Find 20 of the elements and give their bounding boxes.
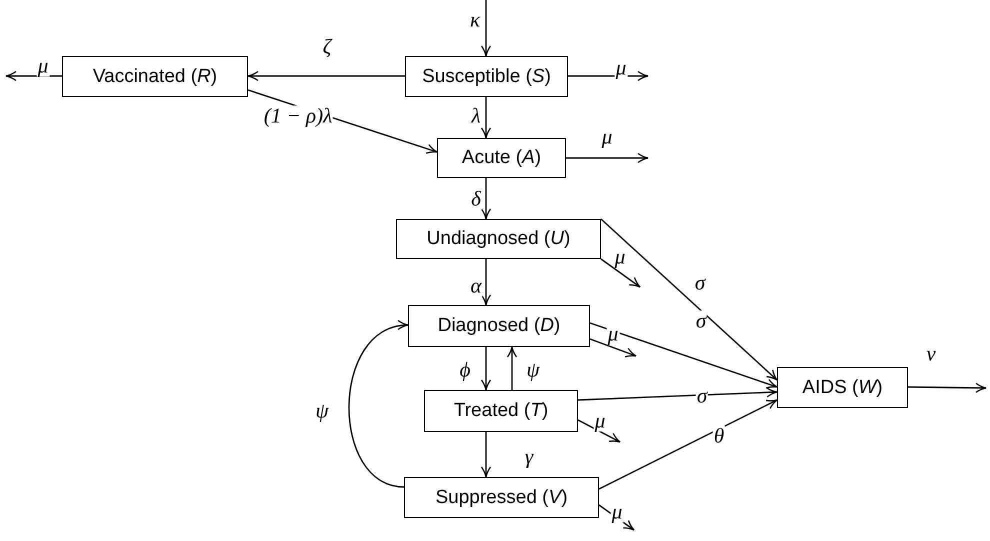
compartment-box	[437, 138, 566, 178]
compartment-box	[405, 56, 568, 97]
edge-label: δ	[470, 188, 482, 210]
compartment-box	[396, 219, 601, 259]
edge-label: ϕ	[458, 360, 472, 380]
compartment-box	[424, 390, 578, 432]
compartment-label: AIDS (W)	[802, 376, 883, 398]
compartment-label: Susceptible (S)	[422, 66, 551, 88]
compartment-box	[777, 367, 908, 408]
edge-label: (1 − ρ)λ	[262, 106, 334, 126]
compartment-box	[404, 477, 599, 518]
compartment-label: Treated (T)	[454, 400, 548, 422]
compartment-label: Suppressed (V)	[435, 486, 568, 508]
compartment-label: Diagnosed (D)	[438, 315, 560, 337]
edge-label: ζ	[322, 36, 332, 58]
compartment-label: Acute (A)	[462, 147, 542, 169]
compartment-box	[62, 56, 248, 97]
compartment-label: Undiagnosed (U)	[426, 228, 570, 250]
compartment-label: Vaccinated (R)	[92, 66, 218, 88]
compartment-box	[408, 305, 590, 347]
